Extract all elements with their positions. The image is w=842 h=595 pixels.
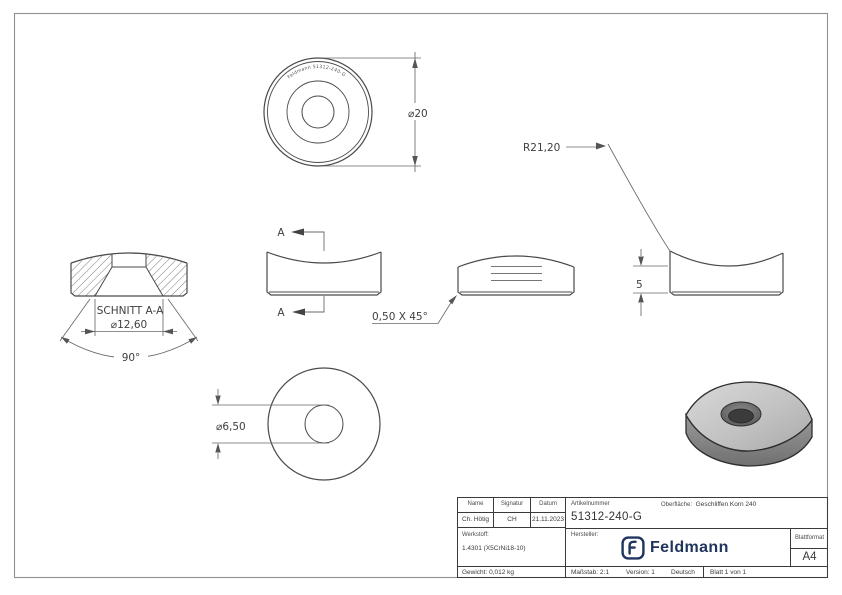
brand-logo: Feldmann [621,536,729,560]
section-arrow [292,308,305,316]
arrowhead [61,337,70,344]
arrowhead [85,328,95,335]
section-line-A-A: A A [277,227,325,319]
dim-text-angle: 90° [122,352,141,364]
arrowhead [448,295,457,305]
domed-top-edge [70,252,188,264]
header-name: Name [458,498,494,513]
section-title: SCHNITT A-A [97,305,164,317]
header-date: Datum [531,498,566,513]
hatch-right [146,254,187,296]
sheet-format-label: Blattformat [791,529,828,549]
dim-height-5: 5 [633,249,668,316]
section-arrow [291,228,304,236]
sheet-format-value: A4 [791,549,828,567]
concave-top-edge [266,251,382,264]
arrowhead [596,142,606,150]
countersink-edges [94,266,164,297]
tangent-edges [491,266,542,281]
dim-diameter-12-60: ⌀12,60 [81,299,177,336]
hole-3d [728,408,754,424]
chamfer-view [457,255,575,296]
article-label: Artikelnummer [571,501,610,507]
scale-value: Maßstab: 2:1 [571,569,609,576]
top-view-hole-circle [301,95,335,129]
brand-wordmark: Feldmann [650,539,729,556]
section-marker-top: A [277,227,285,239]
top-view [263,57,373,167]
dim-text-height: 5 [636,279,643,291]
surface-spec: Oberfläche: Geschliffen Korn 240 [661,501,756,510]
section-view: SCHNITT A-A [70,252,188,317]
manufacturer-cell: Hersteller: Feldmann [566,529,791,567]
version-value: Version: 1 [626,569,655,576]
material-value: 1.4301 (X5CrNi18-10) [462,544,526,552]
value-date: 21.11.2023 [531,513,566,528]
arrowhead [215,443,221,453]
manufacturer-label: Hersteller: [571,532,599,538]
material-label: Werkstoff: [462,532,489,538]
arrowhead [638,256,644,266]
top-view-outer-circle [263,57,373,167]
iso-3d-view [685,381,813,467]
arrowhead [638,293,644,303]
dim-text-chamfer: 0,50 X 45° [372,311,428,323]
front-view [266,251,382,296]
dim-text-diameter-12-60: ⌀12,60 [111,319,147,331]
dim-text-radius: R21,20 [523,142,560,154]
arrowhead [412,156,418,166]
arrowhead [215,395,221,405]
article-cell: Artikelnummer 51312-240-G Oberfläche: Ge… [566,498,828,529]
surface-label: Oberfläche: [661,502,693,508]
material-cell: Werkstoff: 1.4301 (X5CrNi18-10) [458,528,566,567]
top-view-countersink-circle [286,80,350,144]
surface-value: Geschliffen Korn 240 [695,501,757,508]
title-block: Name Signatur Datum Ch. Hötig CH 21.11.2… [457,497,828,578]
bottom-view [267,367,381,481]
arrowhead [163,328,173,335]
value-name: Ch. Hötig [458,513,494,528]
convex-top-edge [457,255,575,268]
sheet-number-cell: Blatt 1 von 1 [710,569,747,576]
dim-angle-90: 90° [59,298,199,364]
dim-diameter-6-50: ⌀6,50 [212,389,329,459]
header-signature: Signatur [494,498,531,513]
concave-top-edge [669,250,784,267]
dim-text-diameter-6-50: ⌀6,50 [216,421,246,433]
arrowhead [412,58,418,68]
sheet-frame [13,12,829,579]
language-value: Deutsch [671,569,695,576]
dim-text-diameter-20: ⌀20 [408,108,428,120]
section-marker-bottom: A [277,307,285,319]
article-number: 51312-240-G [571,511,643,523]
radius-arc [607,143,671,252]
arrowhead [188,337,197,344]
feldmann-logo-icon [621,536,645,560]
weight-cell: Gewicht: 0,012 kg [458,567,566,578]
value-signature: CH [494,513,531,528]
dim-diameter-20: ⌀20 [324,52,451,172]
scale-row: Maßstab: 2:1 Version: 1 Deutsch [566,567,704,578]
side-view-right [669,250,784,296]
bottom-view-outer-circle [267,367,381,481]
dim-chamfer: 0,50 X 45° [372,295,457,324]
bottom-view-hole-circle [304,404,344,444]
hatch-left [71,254,112,296]
top-view-chamfer-circle [267,61,369,163]
dim-radius: R21,20 [523,142,671,252]
